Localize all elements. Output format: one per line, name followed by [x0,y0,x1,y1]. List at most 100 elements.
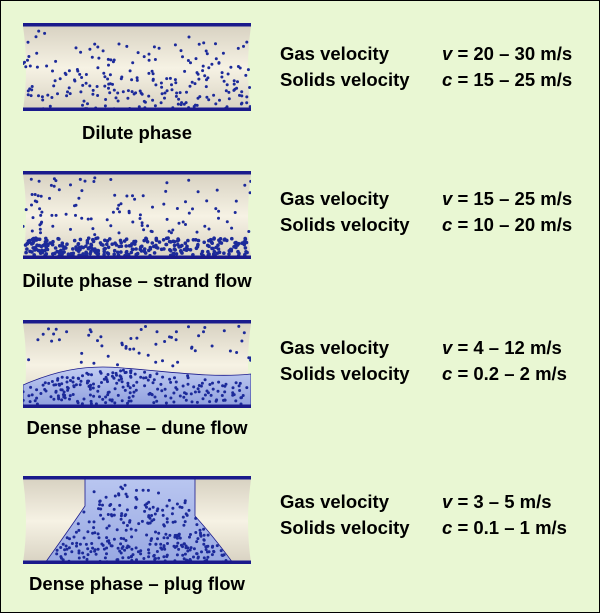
particle [203,224,207,228]
particle [23,398,25,402]
particle [120,343,124,347]
particle [167,498,171,502]
particle [80,76,84,79]
particle [86,236,91,240]
particle [37,29,41,33]
particle [105,218,109,222]
particle [30,85,34,88]
particle [82,555,86,559]
particle [190,80,194,84]
particle [43,381,47,385]
particle [219,241,224,245]
particle [233,241,237,245]
particle [106,513,110,516]
particle [63,548,67,552]
particle [86,246,91,251]
particle [81,551,85,555]
particle [63,245,67,249]
particle [219,549,223,553]
particle [232,82,236,86]
particle [92,394,96,398]
particle [132,384,136,388]
gas-velocity-value: = 4 – 12 m/s [457,337,562,358]
particle [155,330,159,334]
particle [124,513,128,517]
particle [39,194,43,198]
particle [169,249,173,253]
particle [183,69,187,73]
particle [53,246,58,250]
particle [60,241,65,245]
particle [156,537,159,541]
particle [105,526,109,530]
particle [175,553,179,557]
particle [178,536,182,540]
particle [94,552,98,556]
particle [212,236,216,240]
particle [220,75,224,79]
particle [214,57,218,61]
particle [103,75,107,79]
particle [215,544,219,548]
particle [129,374,133,378]
particle [188,84,192,88]
particle [237,384,241,388]
particle [155,399,159,403]
particle [195,400,199,404]
particle [169,231,173,235]
particle [117,203,121,207]
particle [86,547,90,551]
particle [100,381,103,384]
particle [119,369,123,373]
particle [65,536,69,540]
particle [221,51,225,55]
particle [69,379,72,382]
particle [30,193,34,196]
particle [116,250,120,255]
particle [52,397,56,401]
particle [201,397,205,401]
particle [153,395,157,399]
particle [103,84,107,88]
particle [35,51,39,55]
particle [201,69,205,73]
particle [152,401,156,405]
particle [68,397,71,401]
particle [92,248,96,253]
particle [140,221,144,225]
particle [159,542,163,546]
panel-caption: Dilute phase – strand flow [22,270,252,291]
particle [35,65,39,69]
particle [107,82,111,86]
particle [208,400,212,404]
particle [236,65,240,68]
particle [126,96,130,100]
particle [90,373,93,377]
particle [51,239,55,244]
particle [177,221,181,225]
particle [127,396,131,400]
particle [138,89,142,93]
particle [212,93,216,97]
particle [175,544,179,548]
particle [89,399,93,403]
particle [143,509,147,513]
particle [105,242,109,247]
particle [188,535,191,539]
particle [24,65,28,69]
particle [201,64,205,68]
particle [40,95,44,99]
particle [73,204,76,208]
particle [209,393,213,397]
particle [113,241,117,245]
pipe-illustration [23,23,251,111]
particle [124,346,128,350]
particle [152,45,156,49]
particle [126,401,129,405]
particle [211,381,214,385]
particle [104,375,108,379]
